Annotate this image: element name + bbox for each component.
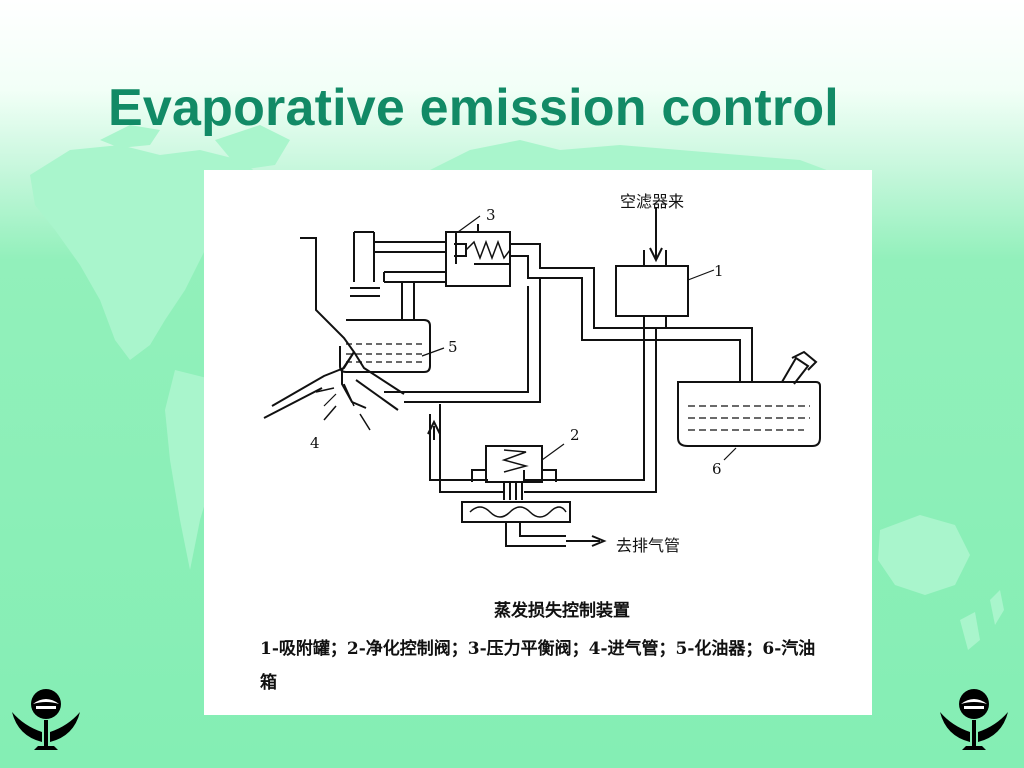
flow-arrow [427,419,441,440]
evap-control-diagram [263,208,821,547]
air-inlet-arrowhead [649,247,663,263]
canister-top-ports [643,250,667,266]
part-number-1: 1 [714,262,724,280]
slide-title: Evaporative emission control [108,79,839,137]
caption-title: 蒸发损失控制装置 [494,601,630,621]
part-number-5: 5 [448,338,458,356]
fuel-tank [677,381,821,447]
diaphragm-housing [461,501,571,523]
exhaust-label: 去排气管 [616,536,681,555]
logo-icon [12,689,80,750]
pipe-canister-to-purge [523,328,657,493]
pipe-intake-lower [429,404,504,493]
caption-legend: 1-吸附罐；2-净化控制阀；3-压力平衡阀；4-进气管；5-化油器；6-汽油箱 [260,639,816,693]
purge-control-valve [485,445,543,483]
part-number-6: 6 [712,460,722,478]
carburetor-bowl [339,319,431,373]
air-inlet-label: 空滤器来 [620,192,685,211]
exhaust-pipe [505,522,566,547]
logo-icon [940,689,1008,750]
pipe-valve-to-carb [383,271,446,283]
intake-manifold-left [263,237,356,419]
intake-manifold-right [341,351,405,411]
canister-body [615,265,689,317]
part-number-2: 2 [570,426,580,444]
carburetor-vent [353,231,375,282]
diagram-panel: 空滤器来 1 2 3 4 5 6 去排气管 蒸发损失控制装置 1-吸附罐；2-净… [204,170,872,715]
pipe-purge-to-intake [384,278,541,403]
fuel-filler-neck [781,350,818,385]
part-number-4: 4 [310,434,320,452]
pipe-valve-to-canister [510,243,753,376]
part-number-3: 3 [486,206,496,224]
